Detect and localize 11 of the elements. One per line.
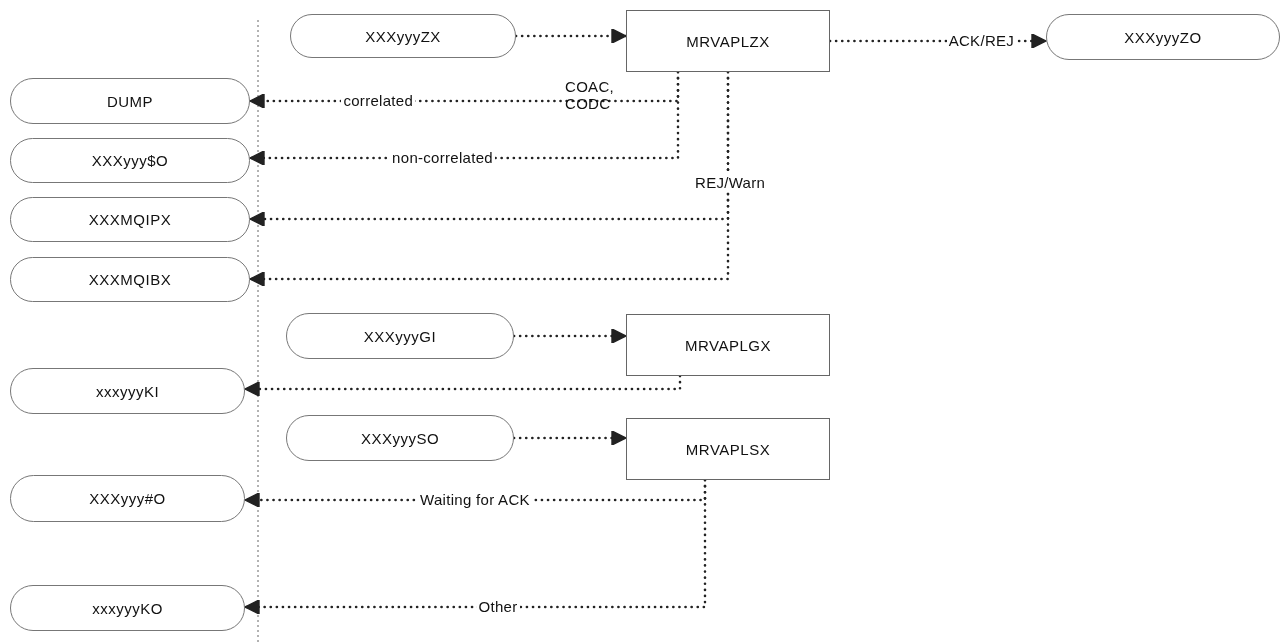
arrow <box>243 374 682 397</box>
arrow <box>248 70 730 287</box>
process-box: MRVAPLZX <box>626 10 830 72</box>
edge-label: Waiting for ACK <box>418 491 532 509</box>
arrow <box>514 28 628 44</box>
arrow <box>512 328 628 344</box>
signal-label: COAC, CODC <box>564 78 615 112</box>
arrow <box>512 430 628 446</box>
process-box: MRVAPLSX <box>626 418 830 480</box>
arrow <box>243 478 707 615</box>
process-box: MRVAPLGX <box>626 314 830 376</box>
